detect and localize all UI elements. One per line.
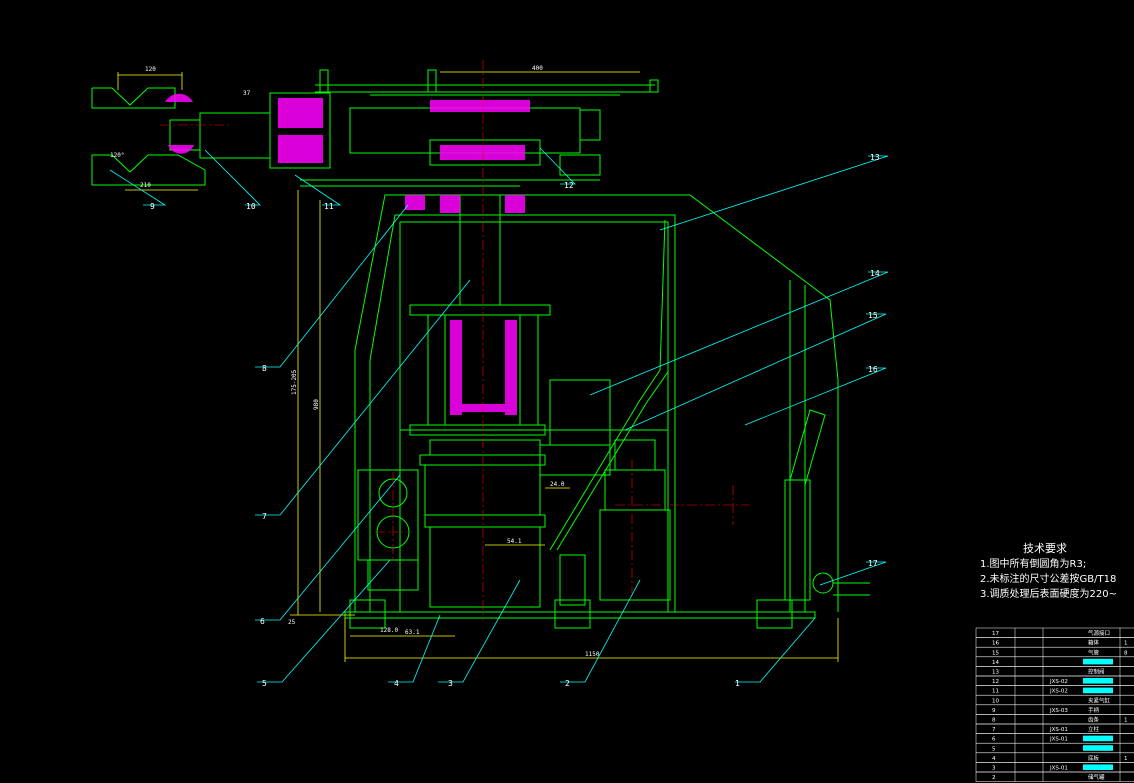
bom-row — [975, 646, 1134, 658]
center-lines — [160, 60, 750, 620]
dim-25: 25 — [288, 619, 296, 626]
bom-cell-name: 底板 — [1088, 754, 1100, 762]
bom-cell-name: 手柄 — [1088, 706, 1100, 714]
part-label-17: 17 — [868, 559, 878, 568]
bom-name-highlight — [1083, 745, 1113, 751]
part-label-13: 13 — [870, 153, 880, 162]
bom-cell-code: JXS-01 — [1049, 727, 1068, 733]
bom-row — [975, 637, 1134, 648]
bom-cell-no: 11 — [992, 689, 999, 695]
bom-cell-name: 箱体 — [1088, 639, 1100, 647]
bom-cell-name: 齿条 — [1088, 716, 1100, 724]
bom-row — [975, 771, 1134, 782]
part-label-4: 4 — [394, 679, 399, 688]
bom-cell-qty: 1 — [1124, 641, 1128, 647]
part-label-1: 1 — [735, 679, 740, 688]
bom-cell-name: 夹紧气缸 — [1088, 696, 1111, 704]
dim-angle: 120° — [110, 152, 124, 159]
bom-cell-no: 9 — [992, 708, 996, 714]
dim-37: 37 — [243, 90, 251, 97]
bom-cell-no: 10 — [992, 698, 999, 704]
bom-cell-no: 12 — [992, 679, 999, 685]
part-label-6: 6 — [260, 617, 265, 626]
bom-cell-code: JXS-03 — [1049, 708, 1068, 714]
tech-req-line-1: 1.图中所有倒圆角为R3; — [980, 557, 1086, 570]
bom-cell-no: 5 — [992, 746, 996, 752]
bom-cell-no: 16 — [992, 641, 999, 647]
bom-cell-no: 8 — [992, 718, 996, 724]
part-label-7: 7 — [262, 512, 267, 521]
bom-cell-no: 7 — [992, 727, 996, 733]
bom-cell-no: 17 — [992, 631, 999, 637]
tech-req-line-3: 3.调质处理后表面硬度为220~ — [980, 587, 1117, 600]
bom-name-highlight — [1083, 658, 1113, 665]
bom-cell-no: 13 — [992, 670, 999, 676]
bom-cell-name: 储气罐 — [1088, 773, 1105, 781]
bom-cell-name: 立柱 — [1088, 725, 1100, 733]
bom-cell-qty: 8 — [1124, 650, 1128, 656]
part-label-3: 3 — [448, 679, 453, 688]
bom-cell-code: JXS-02 — [1049, 689, 1068, 695]
tech-req-title: 技术要求 — [1023, 542, 1067, 555]
bom-row — [975, 627, 1134, 638]
part-label-9: 9 — [150, 202, 155, 211]
bom-cell-code: JXS-01 — [1049, 737, 1068, 743]
part-label-2: 2 — [565, 679, 570, 688]
part-label-14: 14 — [870, 269, 880, 278]
dim-24: 24.0 — [550, 481, 565, 488]
part-label-16: 16 — [868, 365, 878, 374]
bom-cell-no: 6 — [992, 737, 996, 743]
bom-cell-no: 14 — [992, 660, 999, 666]
dim-bottom: 1150 — [585, 651, 600, 658]
dim-128: 128.0 — [380, 627, 398, 634]
bom-cell-no: 2 — [992, 775, 996, 781]
dim-63: 63.1 — [405, 629, 420, 636]
bom-name-highlight — [1083, 735, 1113, 742]
bom-cell-qty: 1 — [1124, 756, 1128, 762]
part-labels: 1 2 3 4 5 6 7 8 9 10 11 12 13 14 15 16 1… — [150, 153, 880, 688]
leader-lines — [109, 147, 889, 683]
bom-cell-code: JXS-01 — [1049, 766, 1068, 772]
bom-row — [975, 714, 1134, 725]
bom-row — [975, 666, 1134, 677]
part-label-10: 10 — [246, 202, 256, 211]
dim-210: 210 — [140, 182, 151, 189]
dimension-lines — [117, 71, 839, 662]
bom-row — [975, 752, 1134, 763]
bom-name-highlight — [1083, 764, 1113, 770]
part-label-11: 11 — [324, 202, 334, 211]
dim-top-long: 400 — [532, 65, 543, 72]
dimension-texts: 120 37 120° 210 400 24.0 54.1 63.1 128.0… — [110, 65, 600, 658]
bom-cell-name: 气管 — [1088, 648, 1100, 656]
dim-54: 54.1 — [507, 538, 522, 545]
tech-req-line-2: 2.未标注的尺寸公差按GB/T18 — [980, 572, 1116, 585]
bom-cell-code: JXS-02 — [1049, 679, 1068, 685]
bom-row — [975, 694, 1134, 706]
technical-requirements: 技术要求 1.图中所有倒圆角为R3; 2.未标注的尺寸公差按GB/T18 3.调… — [980, 542, 1117, 600]
dim-left: 175-205 — [291, 369, 298, 395]
bom-name-highlight — [1083, 678, 1113, 684]
bom-cell-no: 4 — [992, 756, 996, 762]
bom-cell-no: 15 — [992, 650, 999, 656]
part-label-15: 15 — [868, 311, 878, 320]
dim-120-top: 120 — [145, 66, 156, 73]
bom-cell-no: 3 — [992, 766, 996, 772]
part-label-12: 12 — [564, 181, 574, 190]
bom-cell-name: 气源接口 — [1088, 629, 1110, 637]
bom-cell-qty: 1 — [1124, 718, 1128, 724]
main-frame — [91, 69, 870, 629]
part-label-5: 5 — [262, 679, 267, 688]
highlight-parts — [165, 93, 530, 415]
bom-name-highlight — [1083, 687, 1113, 694]
dim-side: 980 — [313, 399, 320, 410]
bom-cell-name: 控制阀 — [1088, 668, 1105, 676]
part-label-8: 8 — [262, 364, 267, 373]
